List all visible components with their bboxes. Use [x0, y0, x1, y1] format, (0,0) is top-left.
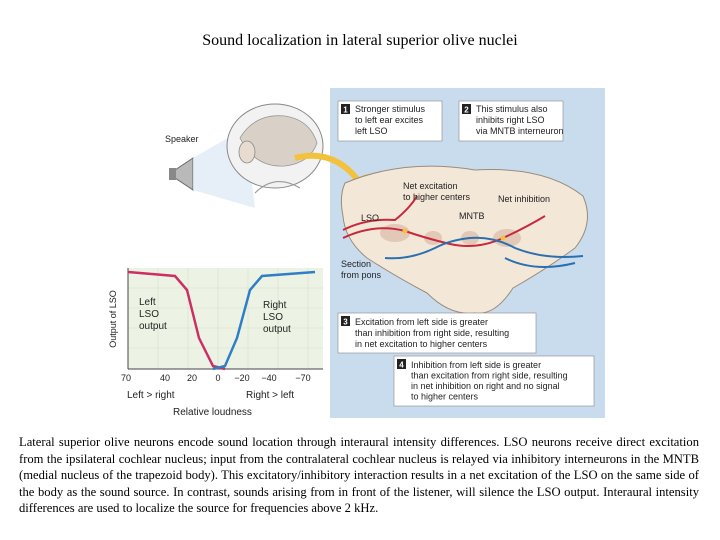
left-lso-label-1: Left [139, 297, 156, 308]
step-3-box [337, 312, 537, 354]
page-title: Sound localization in lateral superior o… [202, 32, 518, 49]
step-3-badge [341, 316, 350, 326]
right-lso-label-2: LSO [263, 312, 283, 323]
inhibition-pathway [384, 236, 584, 260]
excitation-pathway-2 [342, 195, 418, 231]
lso-label: LSO [361, 213, 379, 223]
left-greater-right-label: Left > right [127, 390, 175, 401]
step-1-box [337, 100, 443, 142]
step-2-box [458, 100, 564, 142]
graph-tick-label: −20 [234, 373, 249, 383]
lso-output-graph [127, 268, 323, 371]
graph-tick-label: 20 [187, 373, 197, 383]
step-1-badge [341, 104, 350, 114]
zoom-arrow [294, 152, 363, 185]
step-4-line-3: in net inhibition on right and no signal [411, 381, 560, 391]
figure-caption: Lateral superior olive neurons encode so… [19, 435, 699, 516]
step-1-line-2: to left ear excites [355, 115, 424, 125]
step-1-number: 1 [343, 106, 348, 115]
step-2-number: 2 [464, 106, 469, 115]
step-1-line-3: left LSO [355, 126, 388, 136]
graph-tick-label: −70 [295, 373, 310, 383]
step-4-box [393, 355, 595, 407]
step-3-number: 3 [343, 318, 348, 327]
left-lso-label-2: LSO [139, 309, 159, 320]
step-2-line-1: This stimulus also [476, 104, 548, 114]
graph-tick-label: −40 [261, 373, 276, 383]
lso-excitation-marker [402, 228, 408, 234]
step-4-line-2: than excitation from right side, resulti… [411, 371, 568, 381]
step-2-line-3: via MNTB interneuron [476, 126, 564, 136]
step-3-line-3: in net excitation to higher centers [355, 339, 488, 349]
graph-y-label: Output of LSO [108, 290, 118, 348]
step-3-line-2: than inhibition from right side, resulti… [355, 328, 509, 338]
mntb-label: MNTB [459, 211, 485, 221]
graph-x-label: Relative loudness [173, 407, 252, 418]
section-label-2: from pons [341, 270, 382, 280]
right-greater-left-label: Right > left [246, 390, 294, 401]
head-illustration [226, 103, 324, 194]
step-1-line-1: Stronger stimulus [355, 104, 426, 114]
graph-tick-label: 70 [121, 373, 131, 383]
speaker-label: Speaker [165, 134, 199, 144]
graph-tick-label: 0 [215, 373, 220, 383]
right-lso-label-3: output [263, 324, 291, 335]
net-excitation-label-2: to higher centers [403, 192, 471, 202]
left-lso-output-curve [127, 270, 226, 371]
step-4-line-4: to higher centers [411, 392, 479, 402]
graph-tick-label: 40 [160, 373, 170, 383]
lso-figure: Speaker 1 Stronger stimulus to left ear … [108, 88, 605, 418]
mntb-marker [500, 235, 506, 241]
section-label-1: Section [341, 259, 371, 269]
step-3-line-1: Excitation from left side is greater [355, 317, 488, 327]
step-4-badge [397, 359, 406, 369]
inhibition-pathway-2 [504, 257, 576, 268]
right-lso-output-curve [212, 270, 316, 371]
step-4-line-1: Inhibition from left side is greater [411, 360, 541, 370]
step-2-badge [462, 104, 471, 114]
brainstem-section [340, 165, 588, 314]
step-4-number: 4 [399, 361, 404, 370]
step-2-line-2: inhibits right LSO [476, 115, 545, 125]
graph-plot-area [128, 268, 323, 369]
net-inhibition-label: Net inhibition [498, 194, 550, 204]
excitation-pathway [342, 215, 546, 247]
net-excitation-label-1: Net excitation [403, 181, 458, 191]
right-lso-label-1: Right [263, 300, 287, 311]
left-lso-label-3: output [139, 321, 167, 332]
